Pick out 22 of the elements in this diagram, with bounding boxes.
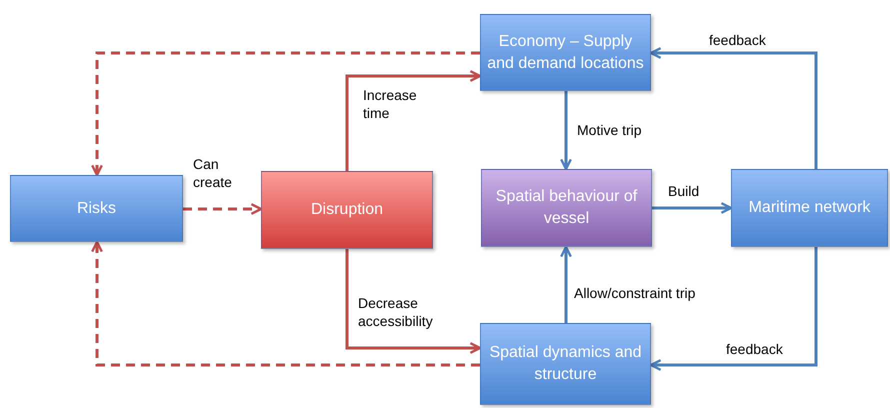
arrow — [560, 246, 572, 323]
node-label: Risks — [76, 198, 116, 219]
process-box — [261, 171, 433, 249]
process-box — [480, 14, 651, 91]
arrow — [560, 91, 572, 170]
arrow — [346, 249, 482, 354]
node-label: Economy – Supply and demand locations — [487, 32, 644, 74]
node-label: Maritime network — [748, 198, 870, 218]
arrow — [650, 47, 818, 169]
process-box — [731, 169, 888, 247]
arrow — [91, 240, 480, 366]
arrow — [91, 52, 480, 176]
node-label: Disruption — [310, 200, 384, 220]
process-box — [480, 323, 651, 405]
node-label: Spatial behaviour of vessel — [494, 187, 638, 229]
arrow — [346, 70, 482, 171]
process-box — [481, 169, 652, 247]
arrow — [650, 247, 818, 371]
process-box — [10, 175, 183, 242]
arrow — [652, 202, 732, 214]
arrow — [183, 203, 262, 215]
node-label: Spatial dynamics and structure — [488, 343, 643, 385]
